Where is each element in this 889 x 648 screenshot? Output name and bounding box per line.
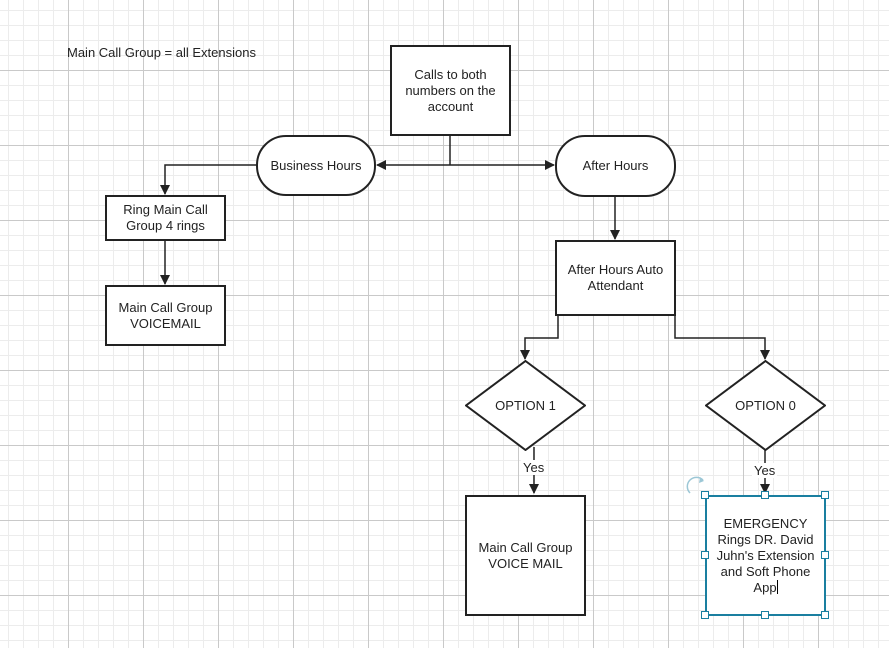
connector-business-to-ring [160,164,256,195]
node-emergency-text: EMERGENCY Rings DR. David Juhn's Extensi… [716,515,815,595]
option-1-diamond-shape [465,360,586,451]
resize-handle-bottom-right[interactable] [821,611,829,619]
resize-handle-top[interactable] [761,491,769,499]
node-after-hours-auto-attendant[interactable]: After Hours Auto Attendant [555,240,676,316]
node-main-call-group-voice-mail[interactable]: Main Call Group VOICE MAIL [465,495,586,616]
node-main-voicemail-label: Main Call Group VOICEMAIL [118,299,213,331]
node-business-hours-label: Business Hours [270,157,362,173]
connector-attendant-to-option1 [520,316,559,360]
option-0-diamond-shape [705,360,826,451]
resize-handle-bottom[interactable] [761,611,769,619]
node-option-1[interactable]: OPTION 1 [465,360,586,451]
node-option-0-label: OPTION 0 [735,398,796,413]
node-calls-label: Calls to both numbers on the account [405,66,496,114]
node-main-call-group-voicemail[interactable]: Main Call Group VOICEMAIL [105,285,226,346]
node-ring-main-call-group[interactable]: Ring Main Call Group 4 rings [105,195,226,241]
node-option-1-label: OPTION 1 [495,398,556,413]
connector-attendant-to-option0 [674,316,770,360]
resize-handle-left[interactable] [701,551,709,559]
resize-handle-bottom-left[interactable] [701,611,709,619]
node-emergency-label: EMERGENCY Rings DR. David Juhn's Extensi… [713,516,818,596]
node-emergency[interactable]: EMERGENCY Rings DR. David Juhn's Extensi… [705,495,826,616]
resize-handle-top-left[interactable] [701,491,709,499]
node-business-hours[interactable]: Business Hours [256,135,376,196]
resize-handle-top-right[interactable] [821,491,829,499]
node-voice-mail-label: Main Call Group VOICE MAIL [478,539,573,571]
edge-label-option-0-yes: Yes [752,463,778,478]
node-auto-attendant-label: After Hours Auto Attendant [567,262,664,293]
text-cursor [776,579,778,594]
node-calls-to-both-numbers[interactable]: Calls to both numbers on the account [390,45,511,136]
node-after-hours-label: After Hours [582,158,649,173]
resize-handle-right[interactable] [821,551,829,559]
node-after-hours[interactable]: After Hours [555,135,676,197]
edge-label-option-1-yes: Yes [521,460,547,475]
note-main-call-group: Main Call Group = all Extensions [67,45,256,60]
node-option-0[interactable]: OPTION 0 [705,360,826,451]
node-ring-main-label: Ring Main Call Group 4 rings [123,202,208,233]
